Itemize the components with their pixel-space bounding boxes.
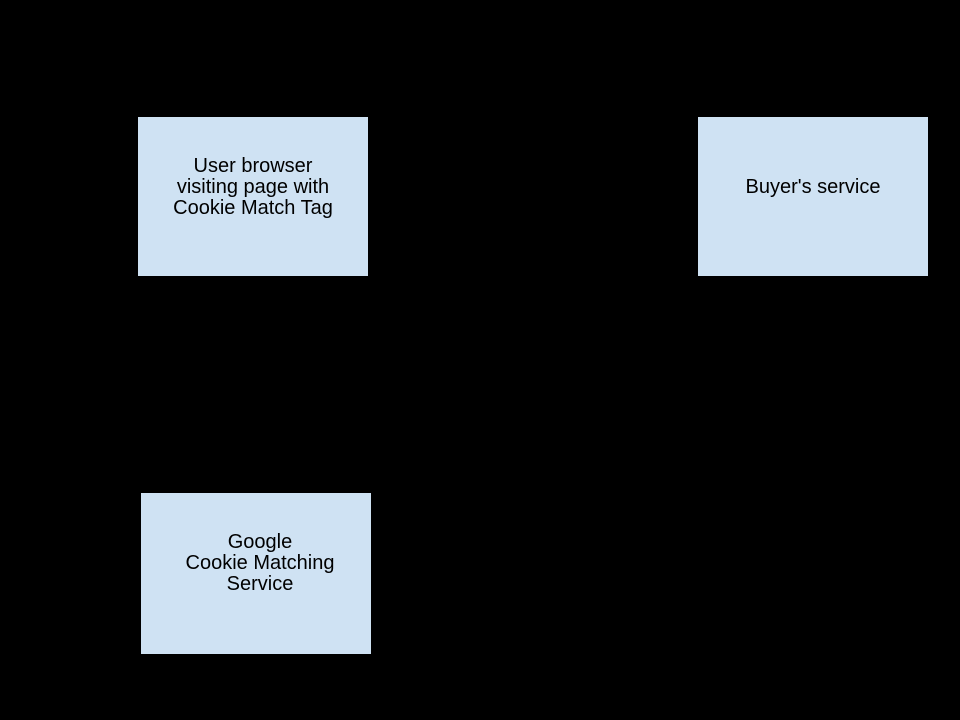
node-buyers-service-label: Buyer's service xyxy=(746,177,881,198)
node-google-cookie-matching-service-label: Google Cookie Matching Service xyxy=(186,532,335,595)
label-line: User browser xyxy=(193,155,313,177)
label-line: Cookie Matching xyxy=(185,552,335,574)
label-line: Google xyxy=(227,531,293,553)
label-line: Buyer's service xyxy=(745,176,881,198)
label-line: Cookie Match Tag xyxy=(173,197,333,219)
node-google-cookie-matching-service: Google Cookie Matching Service xyxy=(140,492,372,655)
node-buyers-service: Buyer's service xyxy=(697,116,929,277)
node-user-browser-label: User browser visiting page with Cookie M… xyxy=(173,156,333,219)
node-user-browser: User browser visiting page with Cookie M… xyxy=(137,116,369,277)
label-line: visiting page with xyxy=(176,176,330,198)
label-line: Service xyxy=(226,573,294,595)
